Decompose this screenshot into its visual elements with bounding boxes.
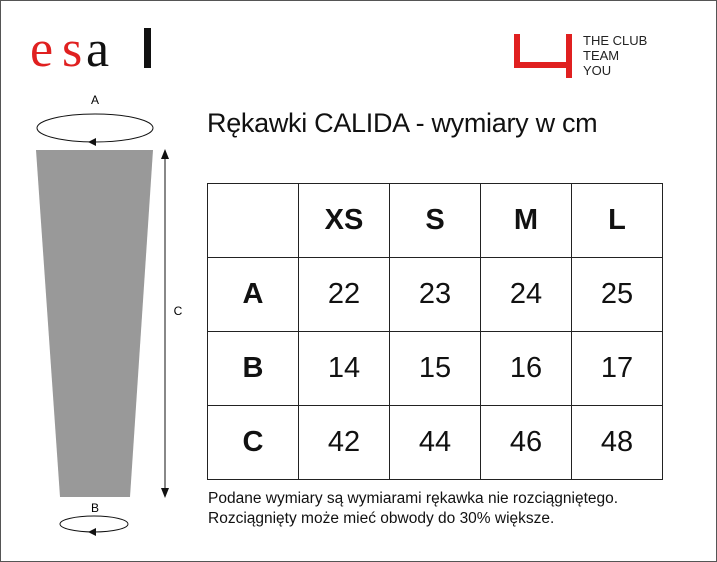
table-cell: 46 (480, 405, 572, 480)
table-cell: 15 (389, 331, 481, 406)
table-cell: 16 (480, 331, 572, 406)
header-cell (207, 183, 299, 258)
page-title: Rękawki CALIDA - wymiary w cm (207, 108, 598, 138)
svg-text:a: a (86, 24, 109, 74)
table-cell: 44 (389, 405, 481, 480)
label-c: C (174, 304, 183, 318)
header-cell: M (480, 183, 572, 258)
note-text: Podane wymiary są wymiarami rękawka nie … (208, 489, 618, 529)
table-row: B 14 15 16 17 (207, 331, 663, 406)
table-cell: 14 (298, 331, 390, 406)
note-line: Podane wymiary są wymiarami rękawka nie … (208, 490, 619, 507)
club-4-logo-icon (514, 34, 572, 78)
table-cell: 23 (389, 257, 481, 332)
club-line: TEAM (583, 48, 620, 63)
label-a: A (91, 93, 99, 107)
svg-text:s: s (62, 24, 81, 74)
sleeve-shape (36, 150, 153, 497)
row-label: A (207, 257, 299, 332)
header-cell: L (571, 183, 663, 258)
club-line: THE CLUB (583, 33, 648, 48)
sleeve-diagram: A C B (36, 93, 183, 536)
header-cell: S (389, 183, 481, 258)
header-cell: XS (298, 183, 390, 258)
size-table: XS S M L A 22 23 24 25 B 14 15 16 17 C 4… (207, 183, 663, 480)
label-b: B (91, 501, 99, 515)
table-cell: 24 (480, 257, 572, 332)
esa-logo: e s a (30, 24, 151, 74)
club-line: YOU (583, 63, 612, 78)
table-cell: 17 (571, 331, 663, 406)
table-cell: 25 (571, 257, 663, 332)
table-cell: 48 (571, 405, 663, 480)
row-label: C (207, 405, 299, 480)
circumference-a-icon (36, 113, 154, 143)
esa-logo-e: e (30, 24, 52, 74)
note-line: Rozciągnięty może mieć obwody do 30% wię… (208, 510, 555, 527)
row-label: B (207, 331, 299, 406)
club-logo-text: THE CLUB TEAM YOU (583, 33, 647, 78)
table-row: C 42 44 46 48 (207, 405, 663, 480)
table-cell: 22 (298, 257, 390, 332)
table-row: A 22 23 24 25 (207, 257, 663, 332)
table-header-row: XS S M L (207, 183, 663, 258)
table-cell: 42 (298, 405, 390, 480)
